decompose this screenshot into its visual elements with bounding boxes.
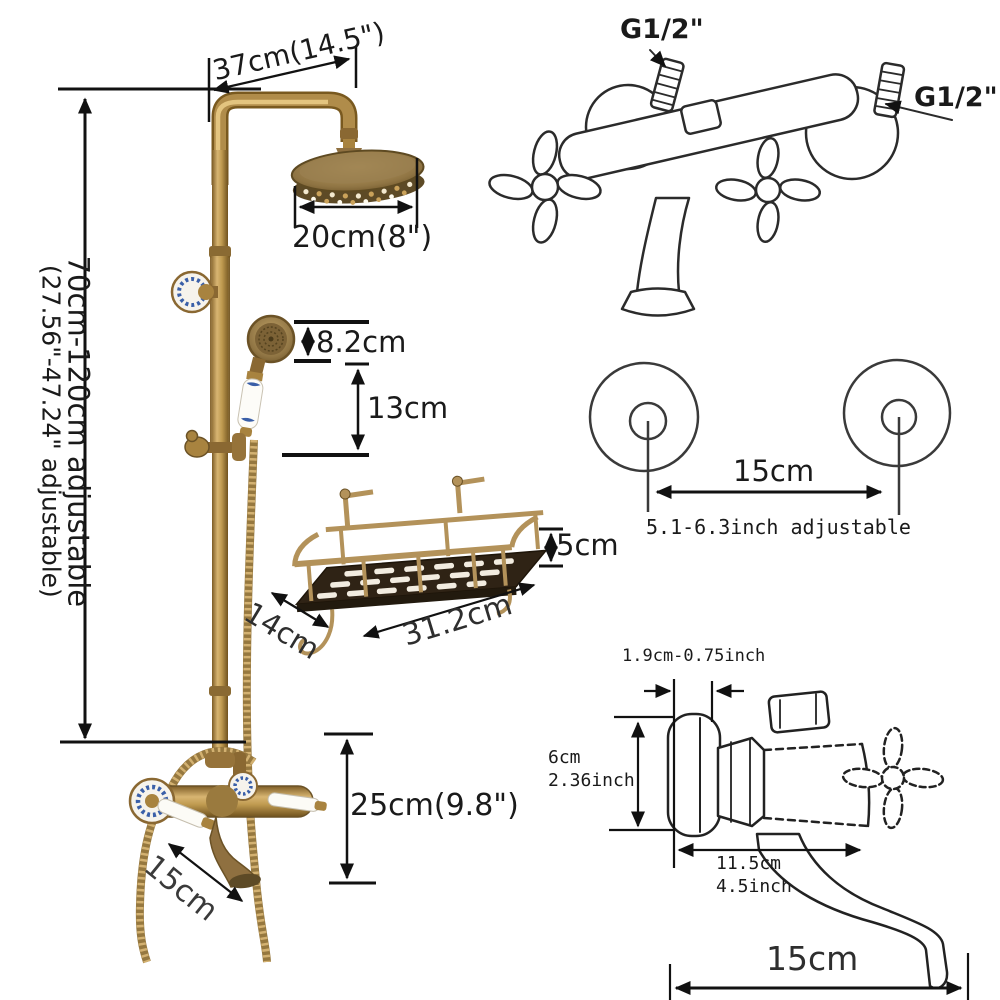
dim-label-shelf-height: 5cm	[556, 528, 619, 562]
mixer-left-cross-handle	[488, 130, 602, 244]
mixer-thread-side	[873, 61, 906, 119]
faucet-left-lever	[157, 798, 216, 830]
valve-cross-handle	[841, 726, 945, 830]
wall-bracket	[170, 270, 218, 314]
wall-mount-circles	[588, 358, 952, 515]
dim-label-height-line2: (27.56"-47.24" adjustable)	[35, 264, 65, 598]
dim-label-valve-height: 6cm 2.36inch	[548, 747, 635, 792]
dim-label-wall-depth: 1.9cm-0.75inch	[622, 646, 766, 666]
riser-pipe	[209, 150, 231, 765]
dim-label-hand-shower-height: 8.2cm	[316, 325, 407, 359]
slide-bar-knob	[184, 429, 246, 461]
valve-height-cm: 6cm	[548, 747, 581, 768]
thread-size-label-top: G1/2"	[620, 14, 704, 45]
thread-size-label-side: G1/2"	[914, 82, 998, 113]
mixer-spout	[620, 196, 696, 317]
valve-height-inch: 2.36inch	[548, 769, 635, 791]
mixer-thread-top	[649, 57, 685, 113]
shower-gooseneck-pipe	[211, 91, 358, 185]
dim-label-faucet-height: 25cm(9.8")	[350, 788, 519, 823]
dim-label-hand-shower-drop: 13cm	[367, 391, 449, 425]
rain-shower-head	[290, 149, 425, 205]
mixer-line-drawing	[488, 49, 953, 317]
dim-label-mount-distance: 15cm	[733, 454, 815, 488]
dim-label-height-line1: 70cm-120cm adjustable	[61, 255, 96, 608]
valve-length-inch: 4.5inch	[716, 875, 792, 897]
dimension-lines	[58, 46, 970, 1000]
shower-column-photo	[128, 91, 548, 964]
faucet-right-lever	[267, 792, 327, 812]
dim-label-valve-length: 11.5cm 4.5inch	[716, 853, 792, 898]
mixer-right-cross-handle	[714, 136, 822, 244]
dim-label-head-diameter: 20cm(8")	[292, 220, 433, 255]
mount-adjustable-note: 5.1-6.3inch adjustable	[646, 515, 911, 539]
hand-shower	[237, 314, 296, 437]
valve-line-drawing	[666, 690, 949, 990]
valve-length-cm: 11.5cm	[716, 853, 782, 874]
shower-shelf-basket	[292, 475, 548, 656]
dim-label-height-adjustable: 70cm-120cm adjustable (27.56"-47.24" adj…	[35, 211, 96, 651]
hand-shower-ceramic-handle	[237, 370, 264, 437]
dim-label-valve-reach: 15cm	[766, 939, 859, 978]
